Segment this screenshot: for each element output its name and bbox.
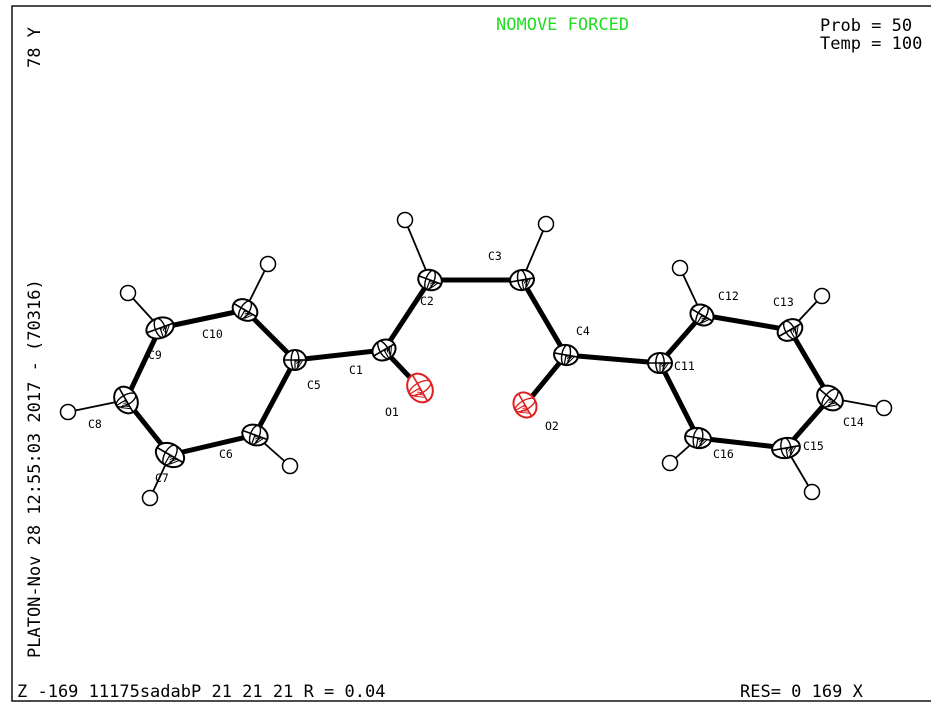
bond-c3-c4 (519, 277, 569, 358)
hydrogen-atom-c16 (661, 454, 679, 472)
bond-c1-c2 (381, 277, 433, 353)
atom-label-c4: C4 (576, 324, 590, 338)
atom-c7 (154, 441, 186, 469)
hydrogen-atom-c9 (119, 284, 137, 302)
bonds (123, 277, 833, 458)
bond-c1-c5 (292, 347, 387, 363)
atom-c10 (231, 298, 259, 322)
atom-c13 (776, 318, 804, 342)
footer-left: Z -169 11175sadabP 21 21 21 R = 0.04 (17, 682, 385, 702)
bond-c15-c16 (695, 435, 789, 451)
hydrogen-atoms (59, 211, 893, 507)
hydrogen-atom-c14 (875, 399, 893, 417)
temp-label: Temp = 100 (820, 34, 922, 54)
atom-c9 (145, 316, 175, 340)
atom-label-c3: C3 (488, 249, 502, 263)
atom-label-o2: O2 (545, 419, 559, 433)
atom-label-c13: C13 (773, 295, 794, 309)
atom-label-c6: C6 (219, 447, 233, 461)
hydrogen-atom-c3 (537, 215, 555, 233)
status-label: NOMOVE FORCED (496, 15, 629, 35)
plot-frame (11, 5, 931, 702)
hydrogen-atom-c13 (813, 287, 831, 305)
atom-label-c7: C7 (155, 471, 169, 485)
atom-label-c1: C1 (349, 363, 363, 377)
hydrogen-atom-c7 (141, 489, 159, 507)
bond-c5-c6 (252, 357, 298, 438)
atom-c6 (241, 423, 269, 447)
atom-label-c10: C10 (202, 327, 223, 341)
atom-c4 (553, 343, 579, 367)
atom-label-c2: C2 (420, 294, 434, 308)
atom-c16 (684, 426, 712, 450)
hydrogen-atom-c10 (259, 255, 277, 273)
atom-c2 (417, 268, 443, 292)
atom-c8 (113, 385, 139, 415)
bond-c4-c11 (563, 352, 663, 366)
axis-label: 78 Y (25, 27, 45, 68)
atom-c12 (689, 303, 715, 327)
atom-c3 (509, 268, 535, 292)
atom-label-c5: C5 (307, 378, 321, 392)
atom-o2 (512, 391, 538, 419)
footer-right: RES= 0 169 X (740, 682, 864, 702)
atom-c15 (771, 436, 801, 460)
atom-label-c8: C8 (88, 417, 102, 431)
prob-label: Prob = 50 (820, 16, 912, 36)
atom-label-c11: C11 (674, 359, 695, 373)
atom-o1 (406, 372, 434, 404)
bond-c6-c7 (167, 432, 258, 458)
atom-c14 (816, 384, 844, 412)
atom-label-c12: C12 (718, 289, 739, 303)
bond-c16-c11 (657, 360, 701, 441)
atom-c11 (647, 352, 673, 374)
atom-label-c16: C16 (713, 447, 734, 461)
hydrogen-atom-c15 (803, 483, 821, 501)
atom-label-c15: C15 (803, 439, 824, 453)
bond-c8-c9 (123, 325, 163, 403)
program-label: PLATON-Nov 28 12:55:03 2017 - (70316) (25, 279, 45, 658)
atoms (113, 268, 844, 469)
atom-label-c9: C9 (148, 348, 162, 362)
hydrogen-atom-c8 (59, 403, 77, 421)
hydrogen-atom-c2 (396, 211, 414, 229)
hydrogen-atom-c12 (671, 259, 689, 277)
atom-c5 (283, 349, 307, 371)
atom-label-c14: C14 (843, 415, 864, 429)
hydrogen-bonds (67, 219, 885, 499)
hydrogen-atom-c6 (281, 457, 299, 475)
atom-label-o1: O1 (385, 405, 399, 419)
bond-c12-c13 (699, 312, 793, 333)
atom-c1 (371, 338, 397, 362)
